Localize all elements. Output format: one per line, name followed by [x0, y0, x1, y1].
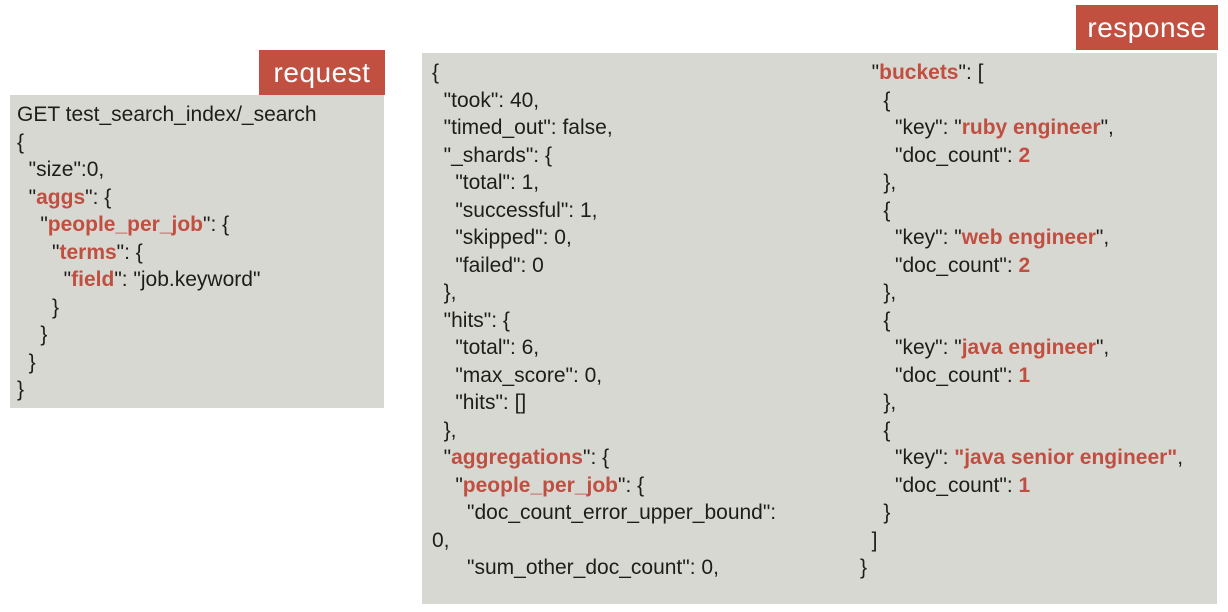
code-line: {	[860, 88, 891, 112]
code-line: }	[17, 350, 36, 374]
code-line: "people_per_job": {	[432, 473, 645, 497]
code-line: "max_score": 0,	[432, 363, 603, 387]
code-line: "key": "web engineer",	[860, 226, 1110, 249]
code-line: },	[432, 418, 457, 442]
code-line: "total": 1,	[432, 171, 540, 194]
code-line: "size":0,	[17, 158, 105, 181]
response-tab-label: response	[1087, 11, 1207, 43]
code-line: GET test_search_index/_search	[17, 103, 317, 126]
code-line: ]	[860, 528, 878, 552]
code-line: "buckets": [	[860, 61, 984, 84]
request-panel: GET test_search_index/_search { "size":0,…	[10, 95, 384, 408]
response-tab: response	[1076, 5, 1218, 50]
code-line: {	[17, 130, 25, 154]
request-tab: request	[259, 50, 385, 95]
code-line: 0,	[432, 528, 450, 552]
code-line: "failed": 0	[432, 253, 544, 277]
code-line: "doc_count": 1	[860, 363, 1031, 387]
code-line: {	[432, 61, 440, 84]
response-code-right-column: "buckets": [ { "key": "ruby engineer", "…	[860, 59, 1183, 582]
code-line: "hits": {	[432, 308, 510, 332]
code-line: "people_per_job": {	[17, 213, 230, 236]
response-code-left-column: { "took": 40, "timed_out": false, "_shar…	[432, 59, 776, 582]
code-line: "_shards": {	[432, 143, 552, 167]
response-panel: { "took": 40, "timed_out": false, "_shar…	[422, 53, 1217, 604]
code-line: {	[860, 418, 891, 442]
code-line: },	[432, 281, 457, 304]
code-line: }	[17, 295, 60, 319]
code-line: "field": "job.keyword"	[17, 268, 261, 291]
code-line: "timed_out": false,	[432, 116, 613, 139]
code-line: "doc_count": 2	[860, 253, 1031, 277]
code-line: "key": "java engineer",	[860, 336, 1110, 359]
code-line: }	[17, 323, 48, 346]
request-code-block: GET test_search_index/_search { "size":0,…	[17, 101, 384, 404]
code-line: "sum_other_doc_count": 0,	[432, 556, 719, 579]
code-line: "key": "ruby engineer",	[860, 116, 1114, 139]
code-line: "aggs": {	[17, 185, 112, 209]
code-line: }	[17, 378, 25, 401]
code-line: },	[860, 391, 897, 414]
code-line: "aggregations": {	[432, 446, 610, 469]
code-line: "took": 40,	[432, 88, 540, 112]
code-line: "skipped": 0,	[432, 226, 572, 249]
code-line: "doc_count_error_upper_bound":	[432, 501, 777, 524]
code-line: "doc_count": 2	[860, 143, 1031, 167]
code-line: {	[860, 308, 891, 332]
code-line: {	[860, 198, 891, 222]
code-line: "doc_count": 1	[860, 473, 1031, 497]
request-tab-label: request	[273, 56, 371, 88]
code-line: "total": 6,	[432, 336, 540, 359]
code-line: "successful": 1,	[432, 198, 598, 222]
code-line: },	[860, 281, 897, 304]
code-line: "terms": {	[17, 240, 143, 264]
code-line: }	[860, 556, 868, 579]
code-line: }	[860, 501, 891, 524]
code-line: "hits": []	[432, 391, 527, 414]
code-line: },	[860, 171, 897, 194]
code-line: "key": "java senior engineer",	[860, 446, 1184, 469]
